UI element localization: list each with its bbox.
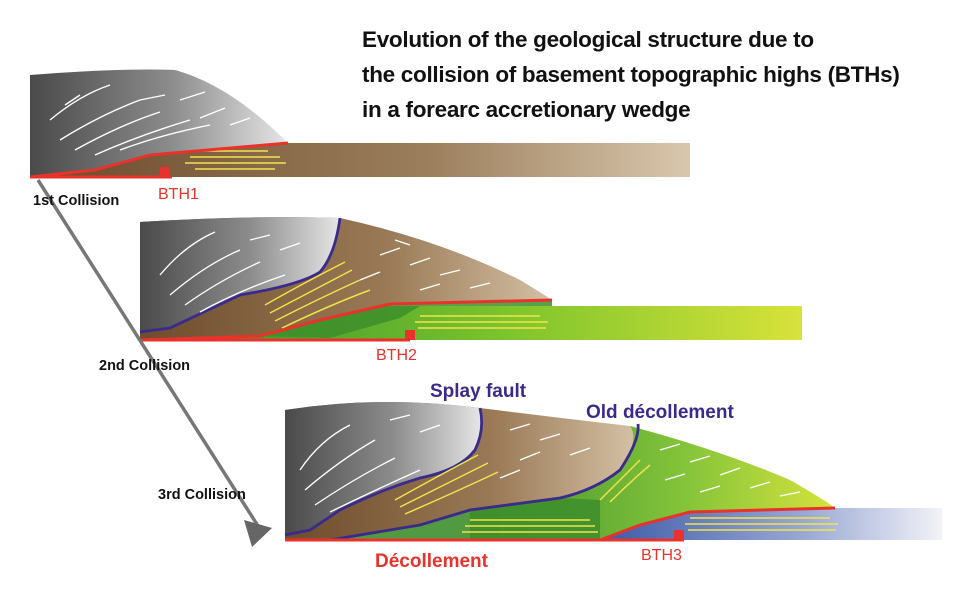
stage-2-decollement-line — [139, 298, 553, 342]
title-line-3: in a forearc accretionary wedge — [362, 97, 691, 122]
stage-2-section — [139, 217, 802, 342]
bth3-label: BTH3 — [641, 547, 682, 564]
stage-1-fabric-lines — [49, 84, 251, 156]
decollement-label: Décollement — [375, 551, 489, 572]
stage-2-green-block — [260, 300, 552, 338]
stage-2-label: 2nd Collision — [99, 358, 190, 374]
bth3-marker — [674, 530, 684, 540]
stage-1-label: 1st Collision — [33, 193, 119, 209]
old-decollement-label: Old décollement — [586, 402, 734, 423]
stage-2-splay-fault — [139, 217, 342, 334]
stage-3-section — [284, 401, 942, 542]
stage-2-sediment-layers — [264, 261, 548, 329]
stage-2-fabric-lines — [159, 231, 491, 313]
progression-arrow — [36, 179, 272, 547]
title-line-1: Evolution of the geological structure du… — [362, 27, 814, 52]
stage-1-decollement-line — [29, 141, 289, 179]
splay-fault-label: Splay fault — [430, 381, 527, 402]
diagram-title: Evolution of the geological structure du… — [362, 22, 962, 127]
stage-1-rock-wedge — [30, 69, 288, 177]
stage-3-splay-fault — [284, 407, 484, 537]
stage-1-section — [29, 69, 690, 179]
bth2-label: BTH2 — [376, 347, 417, 364]
bth1-marker — [160, 167, 170, 177]
stage-3-decollement-line — [285, 506, 836, 542]
stage-3-fabric-lines — [299, 414, 801, 513]
bth1-label: BTH1 — [158, 186, 199, 203]
bth2-marker — [405, 330, 415, 340]
stage-3-sediment-layers — [394, 454, 838, 533]
title-line-2: the collision of basement topographic hi… — [362, 62, 900, 87]
stage-3-old-decollement — [329, 423, 640, 542]
stage-3-label: 3rd Collision — [158, 487, 246, 503]
